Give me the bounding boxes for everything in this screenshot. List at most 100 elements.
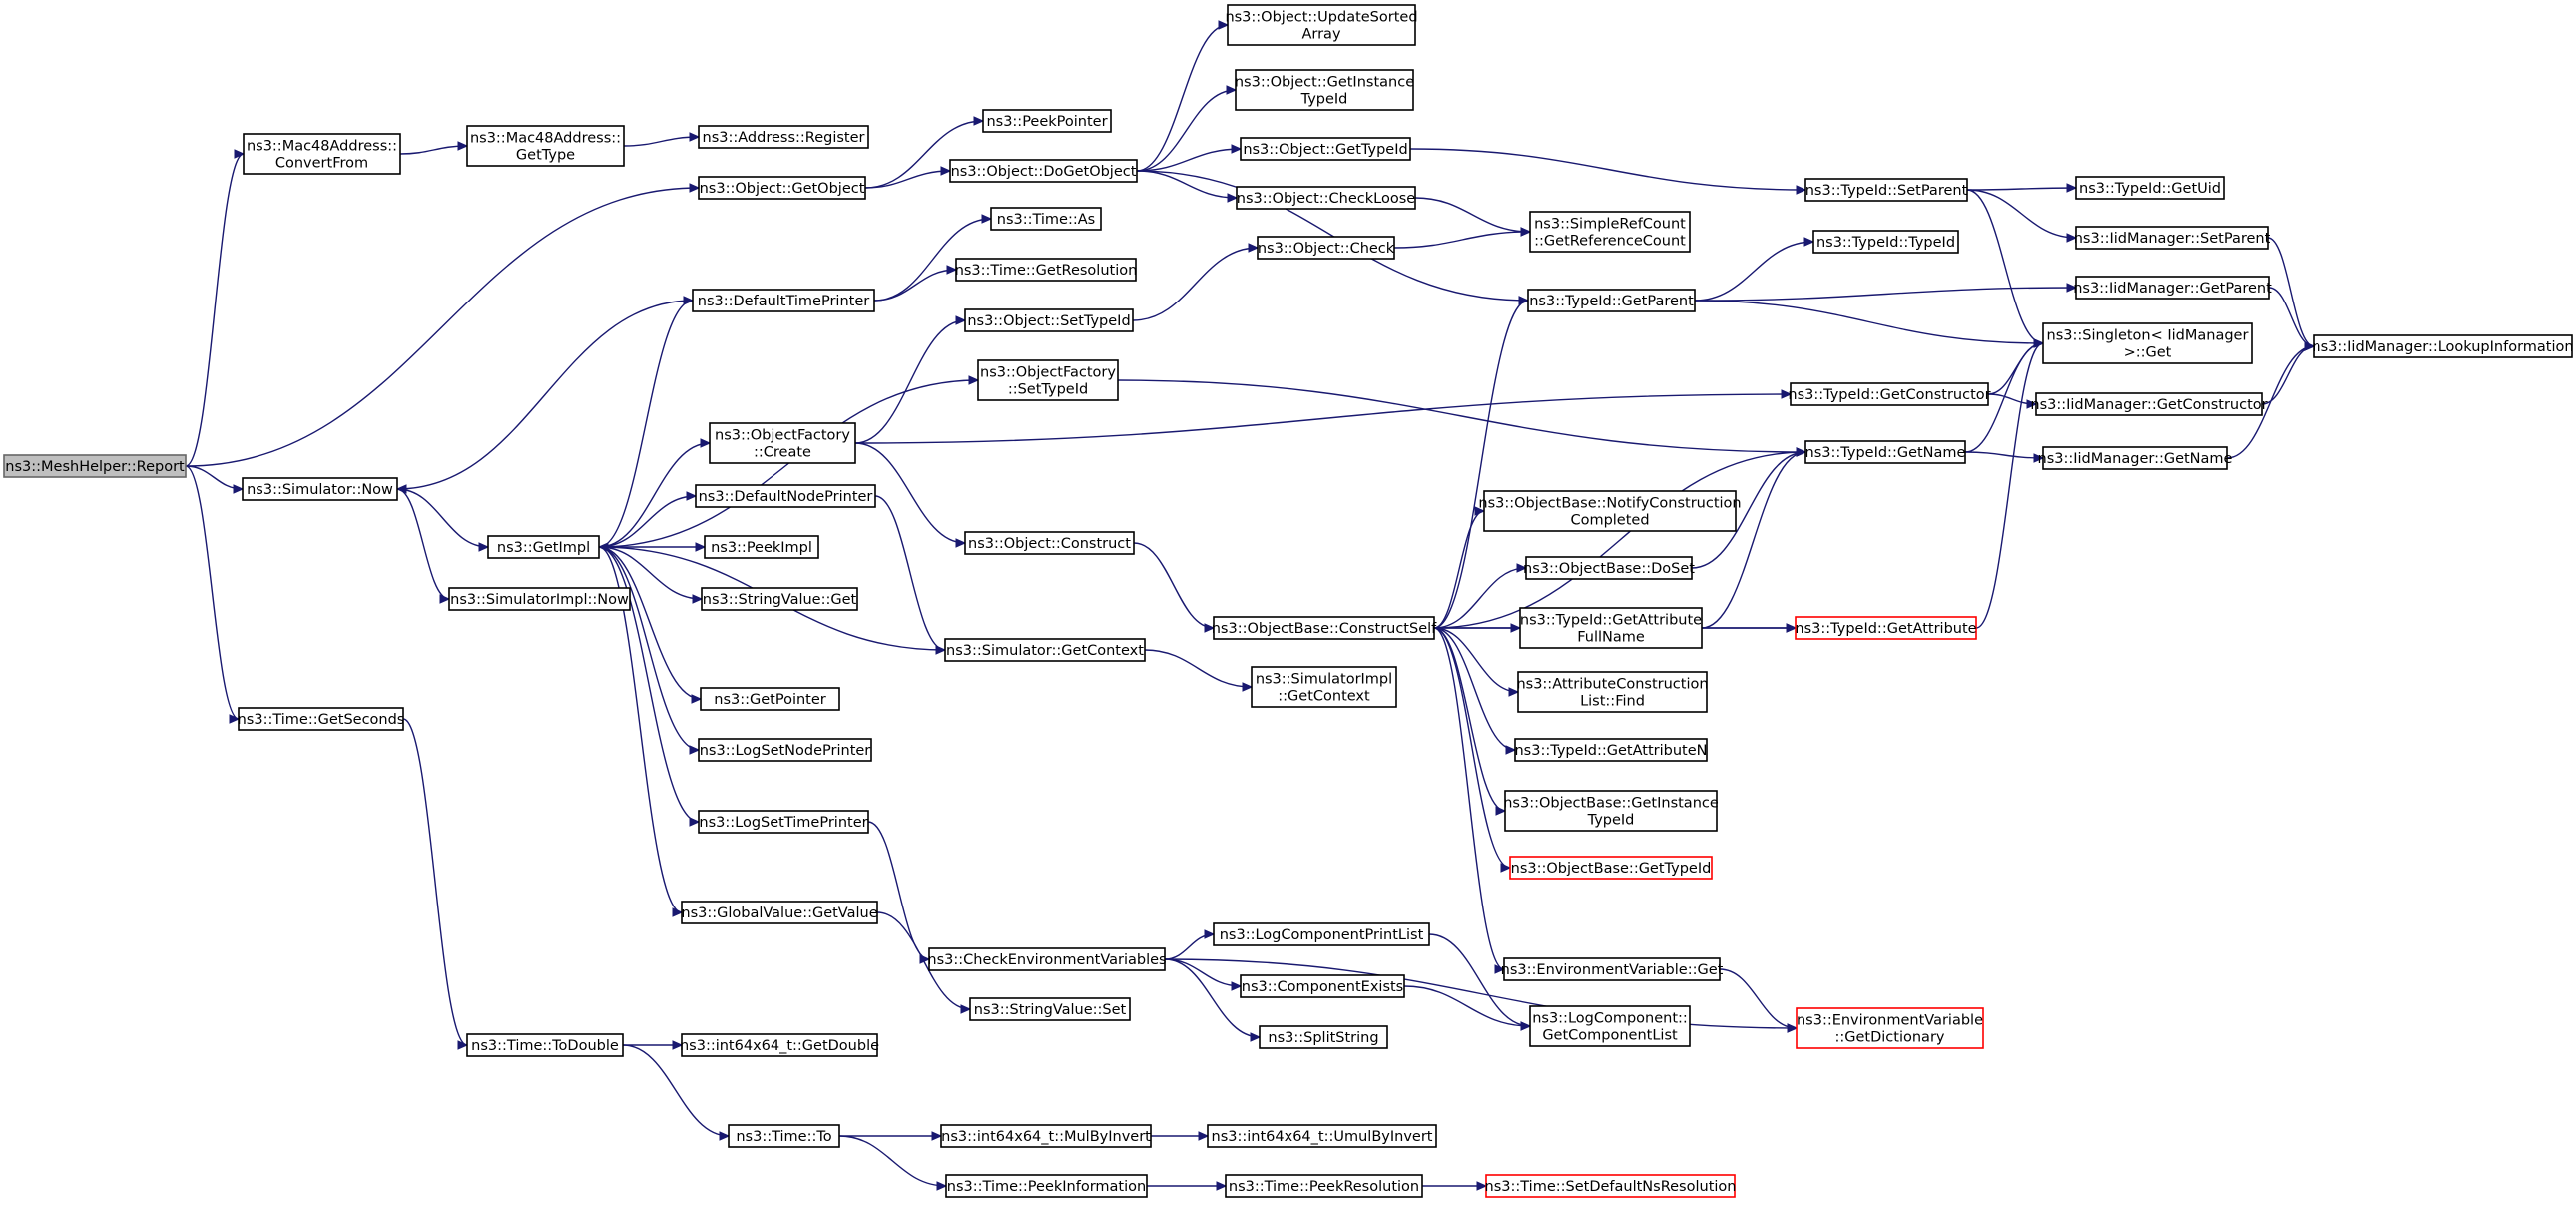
node-mac48GetType[interactable]: ns3::Mac48Address::GetType <box>466 125 625 167</box>
edge-tidGetAttrFull-to-tidGetName <box>1701 447 1807 629</box>
node-setDefaultNs[interactable]: ns3::Time::SetDefaultNsResolution <box>1485 1174 1737 1198</box>
node-peekImpl[interactable]: ns3::PeekImpl <box>704 535 819 559</box>
node-simGetContext[interactable]: ns3::Simulator::GetContext <box>944 638 1146 662</box>
node-obNotify[interactable]: ns3::ObjectBase::NotifyConstructionCompl… <box>1478 490 1742 532</box>
node-ofSetTypeId[interactable]: ns3::ObjectFactory::SetTypeId <box>977 359 1119 401</box>
node-envGetDict[interactable]: ns3::EnvironmentVariable::GetDictionary <box>1796 1007 1984 1049</box>
node-envGet[interactable]: ns3::EnvironmentVariable::Get <box>1501 957 1724 981</box>
node-convertFrom[interactable]: ns3::Mac48Address::ConvertFrom <box>243 133 401 175</box>
node-simpleRef[interactable]: ns3::SimpleRefCount::GetReferenceCount <box>1529 211 1691 253</box>
arrowhead <box>695 542 707 552</box>
node-checkEnv[interactable]: ns3::CheckEnvironmentVariables <box>927 947 1167 971</box>
node-iidGetConstructor[interactable]: ns3::IidManager::GetConstructor <box>2030 392 2268 416</box>
node-timeGetSeconds[interactable]: ns3::Time::GetSeconds <box>238 707 405 731</box>
node-timeGetResolution[interactable]: ns3::Time::GetResolution <box>955 258 1138 282</box>
node-objConstruct[interactable]: ns3::Object::Construct <box>964 531 1135 555</box>
arrowhead <box>692 594 704 604</box>
node-intGetDouble[interactable]: ns3::int64x64_t::GetDouble <box>680 1033 879 1057</box>
arrowhead <box>683 296 695 305</box>
node-objSetTypeId[interactable]: ns3::Object::SetTypeId <box>964 308 1134 332</box>
node-singletonGet[interactable]: ns3::Singleton< IidManager>::Get <box>2042 322 2253 364</box>
node-timeTo[interactable]: ns3::Time::To <box>728 1124 840 1148</box>
node-label: ns3::TypeId::GetName <box>1805 445 1966 461</box>
arrowhead <box>1226 85 1238 95</box>
edge-line <box>1694 241 1814 302</box>
node-logCompGetList[interactable]: ns3::LogComponent::GetComponentList <box>1529 1005 1691 1047</box>
edge-line <box>598 546 703 600</box>
node-logCompPrintList[interactable]: ns3::LogComponentPrintList <box>1213 922 1430 946</box>
node-label: ns3::ObjectBase::ConstructSelf <box>1212 621 1437 637</box>
node-objGetTypeId[interactable]: ns3::Object::GetTypeId <box>1240 137 1411 161</box>
node-simImplNow[interactable]: ns3::SimulatorImpl::Now <box>448 587 631 611</box>
node-simImplGetContext[interactable]: ns3::SimulatorImpl::GetContext <box>1251 666 1397 708</box>
node-tidGetParent[interactable]: ns3::TypeId::GetParent <box>1527 289 1696 312</box>
node-checkLoose[interactable]: ns3::Object::CheckLoose <box>1236 186 1416 210</box>
edge-line <box>873 269 957 302</box>
node-objCheck[interactable]: ns3::Object::Check <box>1257 236 1395 260</box>
node-simNow[interactable]: ns3::Simulator::Now <box>242 477 398 501</box>
node-label: ns3::AttributeConstruction <box>1516 677 1708 693</box>
arrowhead <box>700 438 712 448</box>
node-tidSetParent[interactable]: ns3::TypeId::SetParent <box>1804 178 1968 202</box>
arrowhead <box>1520 227 1532 237</box>
edge-simGetContext-to-simImplGetContext <box>1144 649 1254 692</box>
node-logSetNodePrinter[interactable]: ns3::LogSetNodePrinter <box>698 738 872 762</box>
node-box <box>487 535 600 559</box>
node-peekPointer[interactable]: ns3::PeekPointer <box>982 109 1112 133</box>
edge-line <box>1414 197 1531 233</box>
node-doGetObject[interactable]: ns3::Object::DoGetObject <box>949 159 1138 183</box>
node-addrRegister[interactable]: ns3::Address::Register <box>698 125 869 149</box>
node-getImpl[interactable]: ns3::GetImpl <box>487 535 600 559</box>
node-box <box>1517 671 1708 713</box>
edge-constructSelf-to-tidGetAttrN <box>1433 627 1517 755</box>
edge-line <box>598 546 702 700</box>
node-peekResolution[interactable]: ns3::Time::PeekResolution <box>1225 1174 1423 1198</box>
edge-line <box>396 488 489 548</box>
node-tidGetConstructor[interactable]: ns3::TypeId::GetConstructor <box>1788 382 1991 406</box>
node-compExists[interactable]: ns3::ComponentExists <box>1240 974 1405 998</box>
node-splitString[interactable]: ns3::SplitString <box>1259 1025 1388 1049</box>
arrowhead <box>1198 1131 1210 1141</box>
edge-line <box>1966 189 2077 239</box>
node-tidGetName[interactable]: ns3::TypeId::GetName <box>1804 440 1966 464</box>
node-getObject[interactable]: ns3::Object::GetObject <box>698 176 866 200</box>
node-box <box>1804 440 1966 464</box>
node-stringValueSet[interactable]: ns3::StringValue::Set <box>969 997 1131 1021</box>
node-obDoSet[interactable]: ns3::ObjectBase::DoSet <box>1523 556 1695 580</box>
node-defaultNodePrinter[interactable]: ns3::DefaultNodePrinter <box>695 484 876 508</box>
node-label: ns3::CheckEnvironmentVariables <box>927 952 1166 968</box>
node-logSetTimePrinter[interactable]: ns3::LogSetTimePrinter <box>698 810 869 834</box>
node-tidGetAttribute[interactable]: ns3::TypeId::GetAttribute <box>1795 616 1977 640</box>
edge-line <box>623 136 700 147</box>
node-iidGetName[interactable]: ns3::IidManager::GetName <box>2038 446 2233 470</box>
node-tidGetUid[interactable]: ns3::TypeId::GetUid <box>2075 176 2225 200</box>
node-iidLookup[interactable]: ns3::IidManager::LookupInformation <box>2312 334 2574 358</box>
node-getPointer[interactable]: ns3::GetPointer <box>700 687 840 711</box>
node-ofCreate[interactable]: ns3::ObjectFactory::Create <box>709 422 856 464</box>
node-stringValueGet[interactable]: ns3::StringValue::Get <box>701 587 858 611</box>
node-mulByInvert[interactable]: ns3::int64x64_t::MulByInvert <box>940 1124 1152 1148</box>
node-iidGetParent[interactable]: ns3::IidManager::GetParent <box>2073 276 2272 300</box>
arrowhead <box>457 1040 469 1050</box>
edge-ofSetTypeId-to-tidGetName <box>1117 379 1807 457</box>
edge-line <box>2226 345 2315 459</box>
node-obGetTypeId[interactable]: ns3::ObjectBase::GetTypeId <box>1509 856 1713 880</box>
node-peekInformation[interactable]: ns3::Time::PeekInformation <box>945 1174 1148 1198</box>
node-report[interactable]: ns3::MeshHelper::Report <box>3 454 187 478</box>
node-tidGetAttrN[interactable]: ns3::TypeId::GetAttributeN <box>1514 738 1708 762</box>
node-tidTypeId[interactable]: ns3::TypeId::TypeId <box>1812 230 1959 254</box>
node-timeAs[interactable]: ns3::Time::As <box>990 207 1102 231</box>
edge-line <box>1164 958 1242 987</box>
edge-line <box>1433 627 1511 869</box>
node-gvGetValue[interactable]: ns3::GlobalValue::GetValue <box>681 901 878 924</box>
node-timeToDouble[interactable]: ns3::Time::ToDouble <box>466 1033 624 1057</box>
node-iidSetParent[interactable]: ns3::IidManager::SetParent <box>2074 226 2271 250</box>
node-defaultTimePrinter[interactable]: ns3::DefaultTimePrinter <box>692 289 875 312</box>
node-constructSelf[interactable]: ns3::ObjectBase::ConstructSelf <box>1212 616 1437 640</box>
node-umulByInvert[interactable]: ns3::int64x64_t::UmulByInvert <box>1207 1124 1437 1148</box>
